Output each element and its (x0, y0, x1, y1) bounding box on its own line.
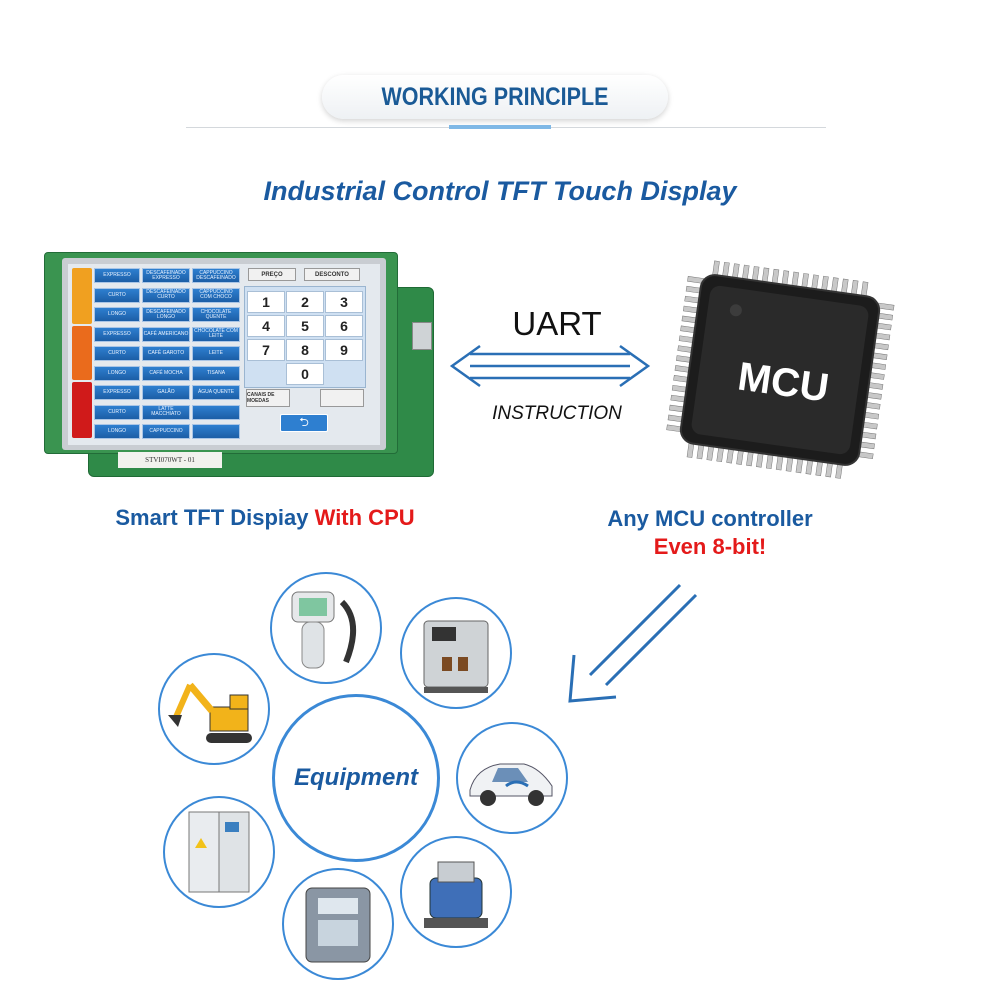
electric-car-icon (469, 763, 553, 806)
coffee-machine-circle (400, 597, 512, 709)
electric-car-circle (456, 722, 568, 834)
screen-menu-item: CURTO (94, 404, 140, 420)
screen-menu-item: CAPPUCCINO COM CHOCO (192, 287, 240, 303)
screen-menu-item: CURTO (94, 287, 140, 303)
key-9: 9 (325, 339, 363, 361)
arrow-head-left-icon (449, 344, 481, 388)
screen-menu-item: LATTE MACCHIATO (142, 404, 190, 420)
instrument-circle (400, 836, 512, 948)
mcu-caption: Any MCU controller Even 8-bit! (540, 505, 880, 561)
screen-menu-item: CURTO (94, 346, 140, 361)
screen-menu-item: CAPPUCCINO (142, 424, 190, 439)
arrow-head-right-icon (619, 344, 651, 388)
main-title: Industrial Control TFT Touch Display (263, 176, 737, 206)
screen-menu-item: CAPPUCCINO DESCAFEINADO (192, 268, 240, 283)
display-caption: Smart TFT Dispiay With CPU (40, 505, 490, 531)
screen-menu-item: GALÃO (142, 385, 190, 400)
instrument-icon (424, 861, 488, 928)
section-header-pill: WORKING PRINCIPLE (322, 75, 668, 119)
screen-menu-item: LONGO (94, 365, 140, 381)
screen-menu-item: CAFÉ MOCHA (142, 365, 190, 381)
key-2: 2 (286, 291, 324, 313)
screen-button-desconto: DESCONTO (304, 268, 360, 281)
screen-menu-item: EXPRESSO (94, 385, 140, 400)
key-5: 5 (286, 315, 324, 337)
key-6: 6 (325, 315, 363, 337)
mcu-caption-line1: Any MCU controller (607, 506, 813, 531)
screen-button-blank (320, 389, 364, 407)
screen-tab-red (72, 382, 92, 438)
screen-button-preco: PREÇO (248, 268, 296, 281)
screen-menu-item (192, 424, 240, 439)
board-sticker: STVI070WT - 01 (118, 452, 222, 468)
uart-label: UART (512, 305, 602, 342)
screen-menu-item: DESCAFEINADO EXPRESSO (142, 268, 190, 283)
key-7: 7 (247, 339, 285, 361)
key-3: 3 (325, 291, 363, 313)
power-cabinet-icon (188, 811, 250, 893)
section-header-title: WORKING PRINCIPLE (381, 82, 609, 111)
screen-menu-item: DESCAFEINADO CURTO (142, 287, 190, 303)
header-divider-accent (449, 125, 551, 129)
board-connector (412, 322, 432, 350)
instruction-label: INSTRUCTION (492, 403, 622, 424)
display-caption-main: Smart TFT Dispiay (115, 505, 315, 530)
control-panel-icon (305, 887, 371, 963)
screen-menu-item: CAFÉ AMERICANO (142, 326, 190, 342)
equipment-label: Equipment (294, 764, 418, 791)
screen-menu-item: LEITE (192, 346, 240, 361)
screen-menu-item: TISANA (192, 365, 240, 381)
key-4: 4 (247, 315, 285, 337)
screen-menu-item: CHOCOLATE COM LEITE (192, 326, 240, 342)
uart-arrows (449, 344, 651, 388)
mcu-chip-icon: MCU (666, 260, 895, 479)
screen-button-canais: CANAIS DE MOEDAS (246, 389, 290, 407)
flow-arrow-icon (568, 583, 698, 703)
screen-menu-item (192, 404, 240, 420)
screen-menu-item: DESCAFEINADO LONGO (142, 307, 190, 322)
screen-menu-item: LONGO (94, 424, 140, 439)
screen-menu-item: ÁGUA QUENTE (192, 385, 240, 400)
medical-device-circle (270, 572, 382, 684)
mcu-caption-line2: Even 8-bit! (653, 534, 767, 559)
screen-menu-item: LONGO (94, 307, 140, 322)
screen-tab-orange (72, 326, 92, 380)
equipment-center-circle: Equipment (272, 694, 440, 862)
screen-keypad: 1 2 3 4 5 6 7 8 9 0 (244, 286, 366, 388)
excavator-circle (158, 653, 270, 765)
medical-device-icon (291, 591, 357, 669)
control-panel-circle (282, 868, 394, 980)
key-1: 1 (247, 291, 285, 313)
screen-menu-item: EXPRESSO (94, 326, 140, 342)
power-cabinet-circle (163, 796, 275, 908)
display-caption-highlight: With CPU (314, 505, 415, 530)
excavator-icon (168, 682, 252, 743)
screen-menu-item: EXPRESSO (94, 268, 140, 283)
screen-tab-yellow (72, 268, 92, 324)
screen-menu-item: CHOCOLATE QUENTE (192, 307, 240, 322)
coffee-machine-icon (423, 620, 489, 693)
screen-menu-item: CAFÉ GAROTO (142, 346, 190, 361)
return-arrow-icon: ⮌ (280, 414, 328, 432)
key-0: 0 (286, 363, 324, 385)
key-8: 8 (286, 339, 324, 361)
